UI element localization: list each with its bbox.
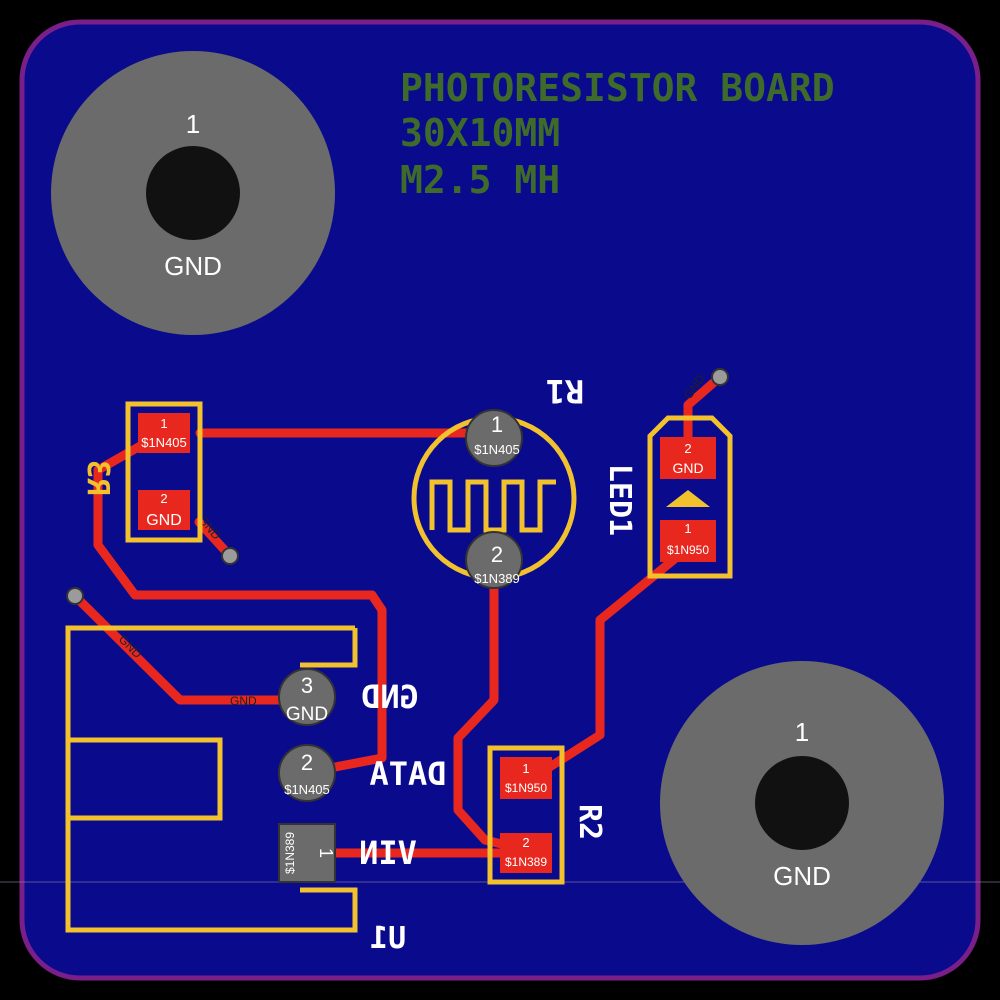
u1-pin-3[interactable] <box>278 668 336 726</box>
mounting-hole-bottom-right[interactable]: 1 GND <box>660 661 944 945</box>
via <box>221 547 239 565</box>
r3-pad-2-net: GND <box>146 512 182 529</box>
trace-label-gnd-main: GND <box>230 694 257 708</box>
u1-label-gnd: GND <box>361 678 419 716</box>
component-r2[interactable]: 1 $1N950 2 $1N389 R2 <box>487 745 607 885</box>
led1-pad-1-number: 1 <box>684 521 691 536</box>
r1-pad-1[interactable] <box>465 409 523 467</box>
trace-r3-data <box>93 428 387 773</box>
u1-outline-top <box>300 628 358 668</box>
title-line-2: 30X10MM <box>400 111 560 155</box>
trace-r2-led <box>540 543 693 775</box>
component-u1[interactable]: 3 GND 2 $1N405 1 $1N389 GND DATA VIN U1 <box>65 625 447 956</box>
mounting-hole-top-left[interactable]: 1 GND <box>42 42 344 344</box>
r3-pad-1-net: $1N405 <box>141 435 187 450</box>
r1-serpentine <box>429 479 556 533</box>
hole-net: GND <box>773 861 831 891</box>
r2-ref: R2 <box>572 804 607 840</box>
via <box>66 587 84 605</box>
u1-ref: U1 <box>370 921 406 956</box>
component-r1-photoresistor[interactable]: 1 $1N405 2 $1N389 R1 <box>411 372 585 589</box>
u1-pin-1[interactable] <box>278 823 336 883</box>
led1-pad-2-net: GND <box>672 460 703 476</box>
r2-pad-2[interactable] <box>500 833 552 873</box>
r3-pad-1[interactable] <box>138 413 190 453</box>
r3-outline <box>125 401 203 543</box>
u1-pin-2-number: 2 <box>301 750 313 775</box>
r1-pad-2[interactable] <box>465 531 523 589</box>
hole-net: GND <box>164 251 222 281</box>
u1-pin-1-net: $1N389 <box>283 832 297 874</box>
led1-pad-1-net: $1N950 <box>667 543 709 557</box>
r1-ref: R1 <box>546 372 585 410</box>
r2-pad-2-number: 2 <box>522 835 529 850</box>
r1-pad-1-net: $1N405 <box>474 442 520 457</box>
led1-ref: LED1 <box>602 464 637 536</box>
r2-outline <box>487 745 565 885</box>
r2-pad-1-net: $1N950 <box>505 781 547 795</box>
r1-pad-2-net: $1N389 <box>474 571 520 586</box>
trace-gnd-main <box>70 591 311 705</box>
led1-polarity-arrow <box>666 490 710 507</box>
trace-led-gnd <box>683 372 725 442</box>
u1-label-data: DATA <box>369 755 446 793</box>
u1-pin-3-number: 3 <box>301 673 313 698</box>
led1-pad-2[interactable] <box>660 437 716 479</box>
hole-drill <box>146 146 240 240</box>
r3-ref: R3 <box>80 460 115 496</box>
component-r3[interactable]: 1 $1N405 2 GND R3 <box>80 401 203 543</box>
r1-pad-1-number: 1 <box>491 412 503 437</box>
hole-number: 1 <box>186 109 200 139</box>
u1-label-vin: VIN <box>359 834 417 872</box>
component-led1[interactable]: 2 GND 1 $1N950 LED1 <box>602 415 733 579</box>
hole-number: 1 <box>795 717 809 747</box>
u1-pin-2-net: $1N405 <box>284 782 330 797</box>
u1-pin-3-net: GND <box>286 704 328 725</box>
led1-pad-2-number: 2 <box>684 441 691 456</box>
r2-pad-2-net: $1N389 <box>505 855 547 869</box>
r2-pad-1[interactable] <box>500 757 552 799</box>
title-line-1: PHOTORESISTOR BOARD <box>400 66 835 110</box>
u1-sensor-window <box>65 737 223 821</box>
hole-drill <box>755 756 849 850</box>
r3-pad-1-number: 1 <box>160 416 167 431</box>
led1-pad-1[interactable] <box>660 520 716 562</box>
title-line-3: M2.5 MH <box>400 158 560 202</box>
r3-pad-2[interactable] <box>138 490 190 530</box>
via <box>711 368 729 386</box>
r1-pad-2-number: 2 <box>491 542 503 567</box>
u1-pin-2[interactable] <box>278 744 336 802</box>
led1-outline <box>647 415 733 579</box>
u1-outline <box>65 625 358 933</box>
r2-pad-1-number: 1 <box>522 761 529 776</box>
u1-pin-1-number: 1 <box>316 848 336 858</box>
r3-pad-2-number: 2 <box>160 491 167 506</box>
